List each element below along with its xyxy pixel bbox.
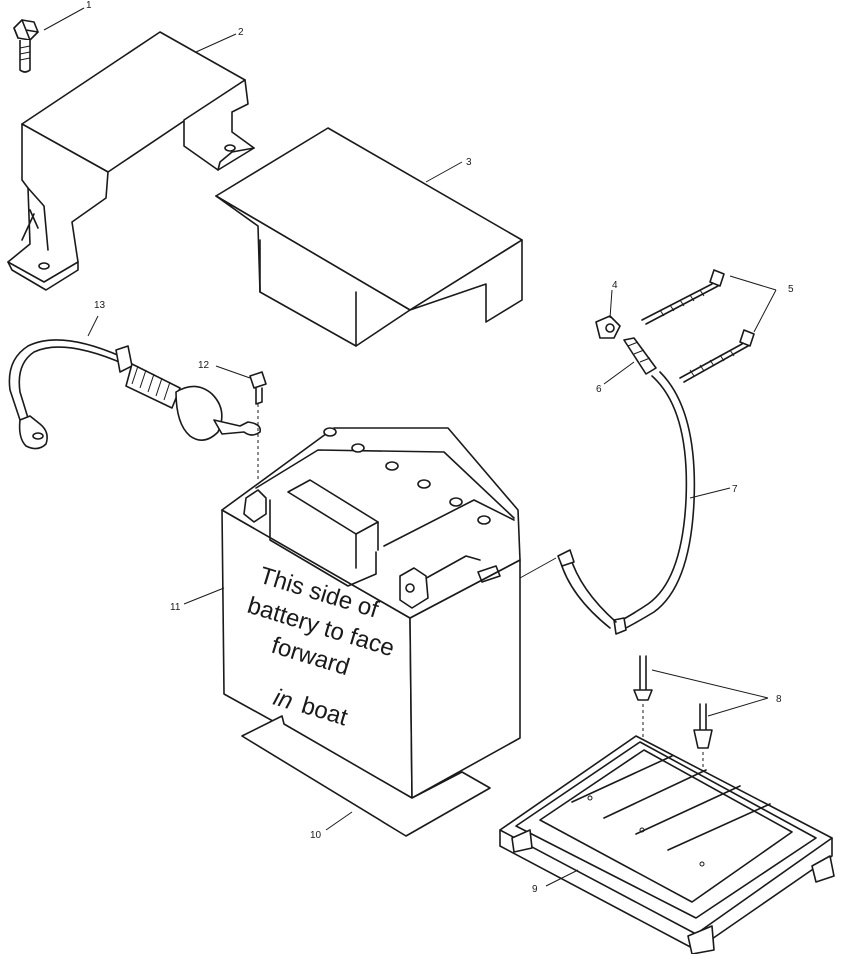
callout-7: 7 [732, 484, 738, 495]
part-12-screw [249, 371, 267, 480]
part-10-pad [241, 715, 491, 837]
part-11-battery [221, 427, 521, 799]
part-5-screws [641, 269, 755, 383]
part-2-bracket [7, 31, 255, 291]
callout-2: 2 [238, 27, 244, 38]
part-9-tray [499, 735, 835, 954]
part-4-fitting [595, 315, 621, 339]
part-6-connector [623, 337, 657, 375]
callout-13: 13 [94, 300, 106, 311]
callout-1: 1 [86, 0, 92, 11]
callout-4: 4 [612, 280, 618, 291]
part-13-cable [8, 339, 262, 450]
callout-10: 10 [310, 830, 322, 841]
part-1-bolt [13, 19, 39, 73]
callout-9: 9 [532, 884, 538, 895]
callout-12: 12 [198, 360, 210, 371]
callout-numbers: 1 2 3 4 5 6 7 8 9 10 11 12 13 [86, 0, 794, 895]
leader-lines [43, 7, 777, 887]
part-7-vent-tube [519, 371, 696, 635]
callout-5: 5 [788, 284, 794, 295]
callout-8: 8 [776, 694, 782, 705]
callout-11: 11 [170, 602, 181, 613]
callout-3: 3 [466, 157, 472, 168]
callout-6: 6 [596, 384, 602, 395]
part-3-cover [215, 127, 523, 347]
